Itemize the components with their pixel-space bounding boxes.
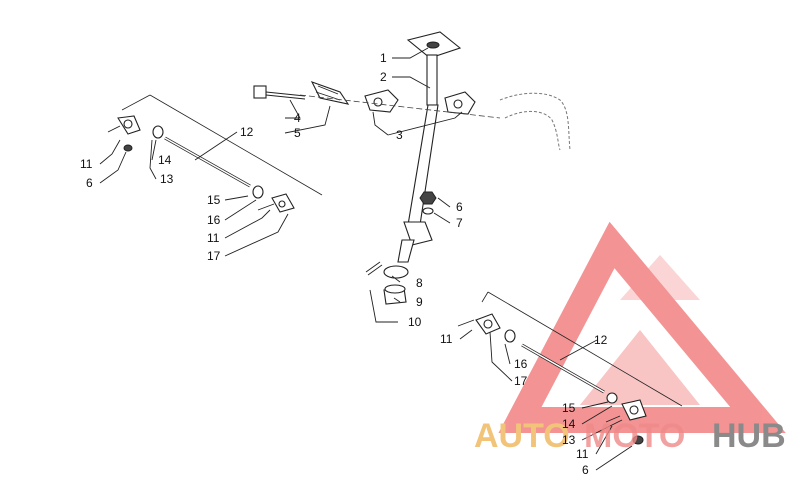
right-callout-14: 14 [562, 417, 576, 431]
right-callout-15: 15 [562, 401, 576, 415]
left-callout-11: 11 [80, 157, 93, 171]
right-tie-rod [457, 291, 683, 445]
callout-4: 4 [294, 111, 301, 125]
left-callout-15: 15 [207, 193, 221, 207]
axis-line [299, 94, 501, 119]
callout-3: 3 [396, 128, 403, 142]
watermark-logo [498, 221, 786, 433]
callout-10: 10 [408, 315, 422, 329]
left-callout-11b: 11 [207, 231, 220, 245]
right-callout-11b: 11 [576, 447, 589, 461]
left-callout-6: 6 [86, 176, 93, 190]
watermark-hub: HUB [712, 417, 786, 455]
callout-2: 2 [380, 70, 387, 84]
callout-6: 6 [456, 200, 463, 214]
right-callout-16: 16 [514, 357, 528, 371]
right-callout-13: 13 [562, 433, 576, 447]
bracket [310, 81, 350, 105]
left-callout-13: 13 [160, 172, 174, 186]
watermark-text: AUTO MOTO HUB [474, 417, 786, 455]
bolt [253, 85, 306, 100]
callout-8: 8 [416, 276, 423, 290]
callout-1: 1 [380, 51, 387, 65]
right-callout-12: 12 [594, 333, 608, 347]
steering-post [397, 31, 462, 263]
callout-5: 5 [294, 126, 301, 140]
right-callout-6: 6 [582, 463, 589, 477]
bearing-blocks [364, 89, 476, 115]
leader-lines [99, 47, 633, 471]
left-tie-rod [107, 94, 323, 213]
handlebar-outline [499, 92, 571, 151]
callout-7: 7 [456, 216, 463, 230]
left-callout-14: 14 [158, 153, 172, 167]
right-callout-17: 17 [514, 374, 528, 388]
left-callout-12: 12 [240, 125, 254, 139]
watermark-auto: AUTO [474, 417, 570, 455]
left-callout-17: 17 [207, 249, 221, 263]
callout-labels: 1 2 3 4 5 6 7 8 9 10 12 11 6 14 13 15 16… [80, 51, 608, 477]
watermark-moto: MOTO [584, 417, 685, 455]
nut-upper [419, 191, 437, 215]
callout-9: 9 [416, 295, 423, 309]
right-callout-11: 11 [440, 332, 453, 346]
lower-hardware [365, 261, 409, 305]
left-callout-16: 16 [207, 213, 221, 227]
